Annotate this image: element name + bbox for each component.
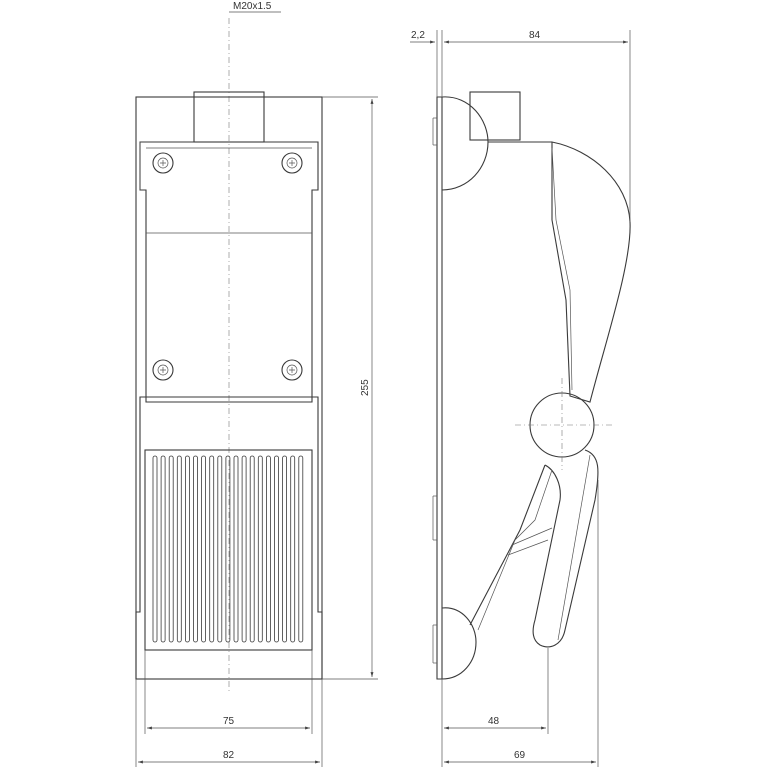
pedal-rib [282, 455, 288, 643]
pedal-rib [298, 455, 304, 643]
upper-cover [139, 141, 319, 403]
screw-bottom-left [152, 359, 174, 381]
height-label: 255 [360, 379, 371, 396]
pedal-rib [176, 455, 182, 643]
lever-base-label: 48 [488, 716, 500, 727]
pedal-rib [249, 455, 255, 643]
screw-bottom-right [281, 359, 303, 381]
pedal-rib [201, 455, 207, 643]
outer-width-label: 82 [223, 750, 235, 761]
pedal-rib [265, 455, 271, 643]
pedal-rib [168, 455, 174, 643]
pedal-rib [241, 455, 247, 643]
pedal-rib [233, 455, 239, 643]
pedal-rib [274, 455, 279, 643]
screw-top-right [281, 152, 303, 174]
pedal-rib [184, 455, 190, 643]
front-dimensions: M20x1.5 255 75 82 [135, 1, 378, 767]
pedal-ribs [152, 455, 304, 643]
pedal-cover-edge [551, 147, 573, 391]
pedal-rib [160, 455, 166, 643]
inner-width-label: 75 [223, 716, 235, 727]
depth-label: 84 [529, 30, 541, 41]
base-plate [436, 96, 443, 680]
lower-lever-inner [557, 454, 591, 641]
side-dimensions: 2,2 84 48 69 [410, 30, 631, 767]
upper-round-cap [441, 96, 489, 191]
pedal-cover [551, 141, 631, 403]
offset-label: 2,2 [411, 30, 425, 41]
pedal-rib [257, 455, 263, 643]
pedal-rib [209, 455, 215, 643]
front-view [135, 18, 323, 692]
pedal-rib [290, 455, 296, 643]
link-arm-outer [469, 464, 546, 626]
side-view [432, 91, 631, 680]
link-arm-inner [477, 469, 553, 631]
side-cable-gland [469, 91, 521, 141]
pedal-plate [144, 449, 313, 651]
pedal-rib [152, 455, 158, 643]
link-arm-brace [507, 527, 553, 556]
pedal-rib [217, 455, 223, 643]
thread-label: M20x1.5 [233, 1, 272, 12]
lower-lever [532, 449, 599, 648]
lower-round-cap [441, 607, 477, 680]
pedal-rib [225, 455, 231, 643]
base-depth-label: 69 [514, 750, 526, 761]
screw-top-left [152, 152, 174, 174]
pedal-rib [193, 455, 198, 643]
